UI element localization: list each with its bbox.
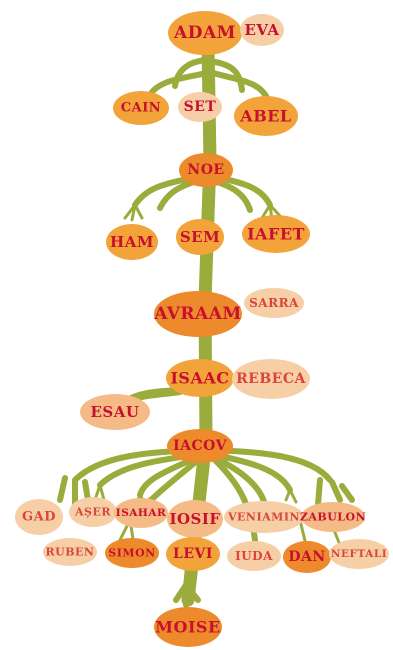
node-adam-label: ADAM bbox=[173, 23, 236, 43]
node-veniamin-label: VENIAMIN bbox=[227, 511, 300, 524]
branch-iacov-left bbox=[57, 447, 203, 523]
node-avraam: AVRAAM bbox=[153, 291, 242, 337]
node-ham: HAM bbox=[106, 224, 158, 260]
node-dan: DAN bbox=[283, 541, 331, 573]
node-noe: NOE bbox=[179, 153, 233, 187]
node-isaac-label: ISAAC bbox=[170, 369, 229, 388]
node-sem: SEM bbox=[176, 219, 224, 255]
node-veniamin: VENIAMIN bbox=[224, 501, 304, 533]
node-iosif-label: IOSIF bbox=[169, 510, 220, 528]
node-neftali-label: NEFTALI bbox=[331, 548, 387, 560]
node-gad: GAD bbox=[15, 499, 63, 535]
node-levi-label: LEVI bbox=[173, 546, 213, 562]
node-neftali: NEFTALI bbox=[329, 539, 389, 569]
node-ruben-label: RUBEN bbox=[46, 546, 95, 559]
node-rebeca: REBECA bbox=[232, 359, 310, 399]
branch-adam-children bbox=[147, 57, 271, 103]
node-cain: CAIN bbox=[113, 91, 169, 125]
node-simon: SIMON bbox=[105, 538, 159, 568]
branch-iacov-right bbox=[209, 447, 355, 543]
node-ruben: RUBEN bbox=[43, 538, 97, 566]
node-gad-label: GAD bbox=[22, 510, 56, 525]
node-noe-label: NOE bbox=[187, 162, 224, 178]
node-sarra-label: SARRA bbox=[249, 296, 299, 310]
node-eva: EVA bbox=[240, 14, 284, 46]
node-moise-label: MOISE bbox=[155, 618, 220, 637]
node-cain-label: CAIN bbox=[121, 101, 161, 116]
node-iosif: IOSIF bbox=[167, 500, 223, 538]
node-zabulon-label: ZABULON bbox=[300, 511, 366, 524]
node-aser-label: AȘER bbox=[74, 506, 111, 519]
node-abel: ABEL bbox=[234, 96, 298, 136]
node-ham-label: HAM bbox=[110, 233, 154, 251]
node-dan-label: DAN bbox=[288, 549, 325, 565]
node-isaac: ISAAC bbox=[166, 359, 234, 397]
node-sem-label: SEM bbox=[180, 228, 220, 246]
node-iuda: IUDA bbox=[227, 541, 281, 571]
node-adam: ADAM bbox=[168, 11, 242, 55]
node-set: SET bbox=[178, 92, 222, 122]
node-set-label: SET bbox=[184, 99, 217, 115]
node-levi: LEVI bbox=[166, 537, 220, 571]
node-iuda-label: IUDA bbox=[235, 549, 273, 563]
node-aser: AȘER bbox=[69, 497, 117, 527]
node-abel-label: ABEL bbox=[239, 107, 291, 126]
node-isahar: ISAHAR bbox=[114, 498, 168, 528]
node-iacov: IACOV bbox=[167, 429, 233, 463]
node-moise: MOISE bbox=[154, 607, 222, 647]
nodes: ADAM EVA CAIN SET ABEL NOE HAM bbox=[15, 11, 389, 647]
node-iafet: IAFET bbox=[242, 215, 310, 253]
node-esau: ESAU bbox=[80, 394, 150, 430]
node-esau-label: ESAU bbox=[91, 403, 140, 421]
node-sarra: SARRA bbox=[244, 288, 304, 318]
node-iacov-label: IACOV bbox=[173, 438, 228, 454]
node-rebeca-label: REBECA bbox=[236, 371, 306, 387]
node-isahar-label: ISAHAR bbox=[116, 507, 166, 519]
node-avraam-label: AVRAAM bbox=[153, 304, 241, 324]
node-simon-label: SIMON bbox=[108, 547, 155, 560]
node-iafet-label: IAFET bbox=[247, 225, 305, 244]
twigs-ham bbox=[123, 203, 144, 222]
node-zabulon: ZABULON bbox=[300, 502, 366, 532]
branch-noe-children bbox=[132, 172, 273, 213]
node-eva-label: EVA bbox=[244, 21, 279, 39]
